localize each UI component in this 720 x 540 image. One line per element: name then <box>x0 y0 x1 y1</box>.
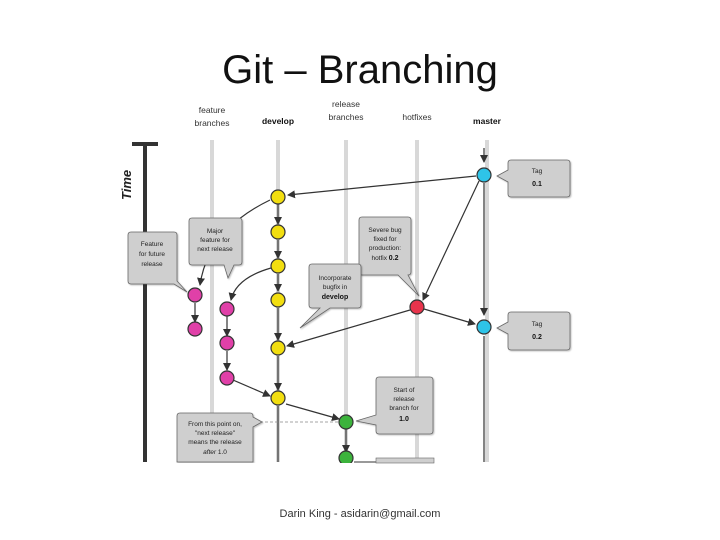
slide-title: Git – Branching <box>222 48 498 92</box>
severe-bug-line-1: Severe bug <box>368 227 402 234</box>
start-release-line-2: release <box>393 396 415 403</box>
callout-severe-bug: Severe bug fixed for production: hotfix … <box>358 216 420 297</box>
callout-tag-0-1: Tag 0.1 <box>496 159 571 198</box>
feature-commit <box>187 287 203 303</box>
time-label: Time <box>119 170 134 200</box>
feature-commit <box>187 321 203 337</box>
next-release-line-4: after 1.0 <box>203 449 227 456</box>
incorporate-line-1: Incorporate <box>319 275 352 282</box>
future-feature-line-2: for future <box>139 251 165 258</box>
callout-tag-0-2: Tag 0.2 <box>496 311 571 351</box>
develop-commit <box>270 258 286 274</box>
tag-0-1-label: Tag <box>532 168 543 175</box>
diagram-crop-mask <box>100 463 620 503</box>
callout-next-release: From this point on, "next release" means… <box>176 412 263 463</box>
lane-header-hotfixes: hotfixes <box>402 112 431 122</box>
incorporate-line-3: develop <box>322 294 348 301</box>
tag-0-2-label: Tag <box>532 321 543 328</box>
hotfix-commit <box>409 299 425 315</box>
future-feature-line-3: release <box>141 261 163 268</box>
next-release-line-2: "next release" <box>195 430 236 437</box>
partial-callout <box>375 457 435 464</box>
develop-commit <box>270 340 286 356</box>
master-commit-tag-0-2 <box>476 319 492 335</box>
callout-start-release: Start of release branch for 1.0 <box>355 376 434 435</box>
severe-bug-line-2: fixed for <box>373 236 397 243</box>
lane-header-release-2: branches <box>329 112 364 122</box>
start-release-line-1: Start of <box>394 387 415 394</box>
feature-commit <box>219 335 235 351</box>
callout-future-feature: Feature for future release <box>127 231 188 293</box>
major-feature-line-3: next release <box>197 246 233 253</box>
lane-header-feature: feature <box>199 105 226 115</box>
master-commit-tag-0-1 <box>476 167 492 183</box>
develop-commit <box>270 189 286 205</box>
branch-lines <box>191 148 488 463</box>
release-commit <box>338 450 354 466</box>
feature-commit <box>219 370 235 386</box>
lane-header-develop: develop <box>262 116 294 126</box>
callout-major-feature: Major feature for next release <box>188 217 243 280</box>
callout-incorporate-bugfix: Incorporate bugfix in develop <box>299 263 362 329</box>
time-axis <box>132 142 158 462</box>
tag-0-2-value: 0.2 <box>532 334 542 341</box>
develop-commit <box>270 390 286 406</box>
major-feature-line-2: feature for <box>200 237 230 244</box>
future-feature-line-1: Feature <box>141 241 164 248</box>
severe-bug-line-4: hotfix 0.2 <box>371 255 398 262</box>
develop-commit <box>270 224 286 240</box>
feature-commit <box>219 301 235 317</box>
incorporate-line-2: bugfix in <box>323 284 348 291</box>
lane-header-release: release <box>332 99 360 109</box>
major-feature-line-1: Major <box>207 228 224 235</box>
slide-footer: Darin King - asidarin@gmail.com <box>279 508 441 520</box>
tag-0-1-value: 0.1 <box>532 181 542 188</box>
start-release-line-4: 1.0 <box>399 416 409 423</box>
severe-bug-line-3: production: <box>369 245 401 252</box>
lane-header-master: master <box>473 116 502 126</box>
lane-header-feature-2: branches <box>195 118 230 128</box>
develop-commit <box>270 292 286 308</box>
next-release-line-1: From this point on, <box>188 421 242 428</box>
start-release-line-3: branch for <box>389 405 419 412</box>
next-release-line-3: means the release <box>188 439 242 446</box>
release-commit <box>338 414 354 430</box>
